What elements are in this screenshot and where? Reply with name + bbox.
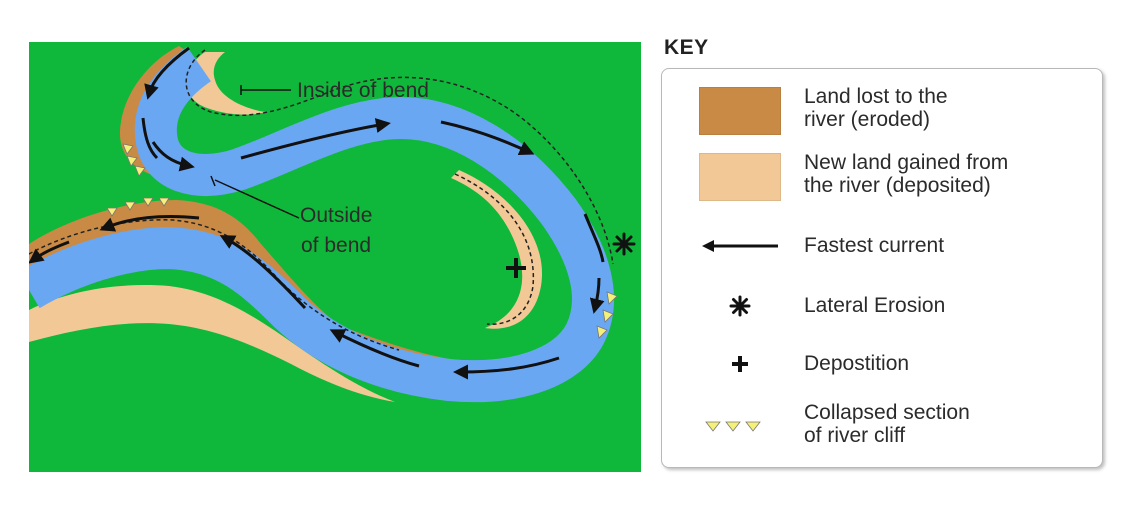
key-deposition-icon <box>698 349 782 379</box>
current-arrow-6 <box>583 213 605 263</box>
key-item-deposited: New land gained from the river (deposite… <box>662 149 1102 205</box>
eroded-swatch <box>698 87 782 135</box>
deposited-swatch <box>698 153 782 201</box>
current-arrow-2 <box>141 117 159 160</box>
current-arrow-8 <box>453 356 560 380</box>
current-arrow-5 <box>440 120 535 155</box>
collapse-tri-10 <box>596 325 608 339</box>
collapse-tri-6 <box>142 197 154 207</box>
key-item-collapsed-cliff-line1: Collapsed section <box>804 401 970 424</box>
key-lateral-erosion-icon <box>698 291 782 321</box>
inside-of-bend-label: Inside of bend <box>297 79 429 102</box>
key-item-deposition: Depostition <box>662 349 1102 379</box>
eroded-band-lower <box>29 200 341 338</box>
collapse-tri-9 <box>602 309 614 323</box>
key-item-collapsed-cliff: Collapsed section of river cliff <box>662 399 1102 455</box>
collapse-tri-2 <box>126 155 138 167</box>
outside-of-bend-label-line2: of bend <box>301 234 372 257</box>
key-item-lateral-erosion-label: Lateral Erosion <box>804 294 946 317</box>
fastest-current-arrow-icon <box>698 231 782 261</box>
current-arrow-11 <box>99 215 200 232</box>
collapse-tri-5 <box>124 201 136 211</box>
deposited-band-inside <box>186 52 265 115</box>
river-meander-map: Inside of bend Outside of bend <box>29 42 641 472</box>
current-arrow-1 <box>144 46 190 100</box>
key-item-deposited-line2: the river (deposited) <box>804 174 991 197</box>
collapse-tri-4 <box>106 207 118 217</box>
key-item-fastest-current: Fastest current <box>662 231 1102 261</box>
key-legend: Land lost to the river (eroded) New land… <box>661 68 1103 468</box>
meander-drawing <box>29 46 636 403</box>
current-arrow-4 <box>240 118 391 160</box>
key-item-eroded-line2: river (eroded) <box>804 108 931 131</box>
fastest-current-arrows <box>29 46 605 380</box>
current-arrow-12 <box>29 240 70 264</box>
deposited-band-lower <box>29 285 395 402</box>
outside-bend-leader <box>214 179 300 219</box>
outside-of-bend-label-line1: Outside <box>300 204 373 227</box>
key-item-eroded: Land lost to the river (eroded) <box>662 83 1102 139</box>
key-item-collapsed-cliff-line2: of river cliff <box>804 424 906 447</box>
current-arrow-3 <box>151 141 195 172</box>
key-item-deposition-label: Depostition <box>804 352 910 375</box>
collapsed-cliff-sections <box>106 143 618 339</box>
deposited-band-crescent <box>451 170 543 329</box>
key-item-lateral-erosion: Lateral Erosion <box>662 291 1102 321</box>
river-channel <box>29 46 614 403</box>
outside-bend-leader-tick <box>210 175 216 187</box>
current-arrow-7 <box>589 277 605 314</box>
current-arrow-9 <box>329 329 420 368</box>
collapse-tri-8 <box>606 291 618 305</box>
key-item-fastest-current-label: Fastest current <box>804 234 945 257</box>
collapsed-cliff-triangles-icon <box>698 411 782 441</box>
collapse-tri-1 <box>122 143 134 155</box>
key-item-eroded-line1: Land lost to the <box>804 85 948 108</box>
current-arrow-10 <box>219 235 307 310</box>
dashed-bank-line-2 <box>29 219 400 351</box>
dashed-bank-line-3 <box>454 173 535 325</box>
deposition-plus-icon <box>506 258 526 278</box>
lateral-erosion-asterisk-icon <box>612 232 636 256</box>
collapse-tri-7 <box>158 197 170 207</box>
label-leaders <box>210 85 300 219</box>
key-item-deposited-line1: New land gained from <box>804 151 1009 174</box>
dashed-bank-line-1 <box>185 49 614 265</box>
key-title: KEY <box>664 36 709 59</box>
collapse-tri-3 <box>134 165 146 177</box>
